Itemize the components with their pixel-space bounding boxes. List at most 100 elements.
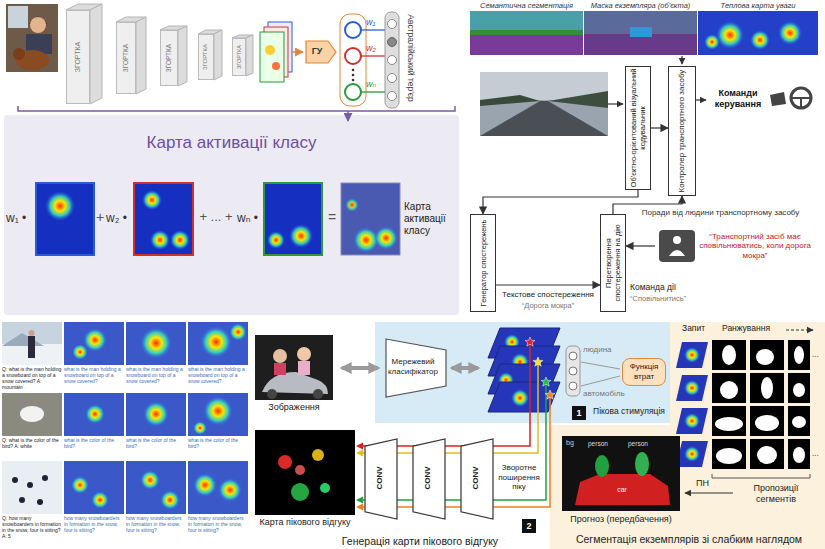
signal-label: Текстове спостереження [498, 290, 598, 300]
prediction-image [595, 455, 609, 477]
conv-block: ЗГОРТКА [66, 10, 90, 104]
heatmap [134, 183, 193, 255]
signal-example: “Дорога мокра” [498, 301, 598, 310]
input-photo [255, 335, 333, 400]
double-arrow [452, 366, 478, 370]
segmentation-image [470, 11, 818, 64]
group-label: Пропозиції сегментів [735, 483, 817, 505]
panel-caption: Сегментація екземплярів зі слабким нагля… [556, 533, 822, 546]
connector [483, 190, 638, 214]
image-caption: Теплова карта уваги [698, 1, 818, 10]
step-label: ПН [696, 478, 714, 489]
segmentation-image [470, 30, 583, 35]
panel-caption: Генерація карти пікового відгуку [300, 535, 540, 548]
neuron-layer [352, 74, 355, 77]
vqa-image [19, 497, 25, 503]
proposal-grid [712, 373, 746, 403]
neuron-layer [385, 12, 399, 108]
class-name: Австралійський тер'єр [406, 6, 416, 110]
peak-response-map [295, 465, 305, 475]
class-name: людина [583, 345, 619, 355]
peak-response-map [255, 430, 355, 515]
proposal-grid [794, 346, 804, 364]
conv-block-face [90, 4, 102, 104]
neuron-layer [345, 48, 361, 64]
cam-bracket [18, 106, 455, 111]
vqa-image [188, 322, 248, 365]
node-text: ЗГОРТКА [199, 36, 213, 78]
node-outline [413, 439, 445, 519]
weight-label: w₂ [366, 43, 380, 54]
peak-backprop [356, 504, 363, 511]
vqa-image [140, 470, 160, 490]
output-label: Команди керування [708, 88, 768, 110]
weight-label: w₁ [366, 17, 380, 28]
vqa-caption: what is the man holding a snowboard on t… [64, 366, 124, 384]
neuron-layer [388, 74, 397, 83]
vqa-image [64, 393, 124, 436]
control-icons [770, 88, 811, 108]
peak-backprop [525, 337, 535, 346]
input-photo [267, 389, 277, 399]
node-outline [306, 41, 336, 63]
proposal-grid [793, 447, 805, 463]
conv-block-face [66, 4, 253, 104]
vqa-image [2, 322, 248, 514]
control-icons [770, 92, 786, 106]
peak-response-map [320, 483, 330, 493]
driver-icon [673, 236, 681, 244]
image-caption: Прогноз (передбачення) [560, 514, 682, 525]
vqa-image [2, 333, 44, 346]
proposal-grid [684, 380, 700, 396]
vqa-image [85, 404, 105, 424]
ellipsis: ... [812, 350, 823, 360]
weight-term: w₁ • [6, 211, 34, 225]
connector [626, 245, 655, 246]
proposal-grid [684, 446, 700, 462]
segmentation-image [470, 35, 583, 55]
feature-maps [272, 62, 280, 70]
image-caption: Семантична сегментація [470, 1, 583, 10]
proposal-grid [676, 441, 708, 467]
proposal-grid [786, 329, 813, 330]
vqa-image [193, 473, 217, 497]
classifier-box: Мережевий класифікатор [385, 338, 447, 398]
input-photo [313, 389, 323, 399]
proposal-grid [712, 340, 746, 370]
heatmap [374, 226, 398, 250]
node-text: ЗГОРТКА [161, 32, 177, 84]
conv-block-face [136, 17, 146, 94]
node-text: Об'єктно-орієнтований візуальний кодувал… [626, 68, 650, 188]
heatmap [170, 230, 190, 250]
heatmap [142, 190, 162, 210]
vqa-image [37, 499, 43, 505]
signal-example: “Сповільнитись” [630, 294, 710, 303]
heatmap [264, 183, 322, 255]
proposal-grid [788, 373, 810, 403]
peak-response-map [255, 430, 355, 515]
neuron-layer [352, 79, 355, 82]
column-label: Запит [682, 323, 716, 333]
input-photo [274, 363, 286, 375]
neuron-layer [388, 20, 397, 29]
controller-box: Контролер транспортного засобу [668, 66, 696, 196]
prediction-image [575, 474, 670, 505]
proposal-grid [716, 448, 742, 464]
conv-block: ЗГОРТКА [160, 30, 178, 86]
pooling-box: ГУ [305, 40, 337, 64]
heatmap [345, 198, 359, 212]
segmentation-image [716, 21, 744, 49]
vqa-image [72, 344, 88, 360]
heatmap [36, 183, 400, 255]
proposal-grid [757, 446, 777, 464]
class-vector [569, 352, 577, 360]
control-icons [791, 88, 811, 108]
peak-backprop [541, 377, 551, 386]
conv-layer: CONV [364, 438, 398, 520]
peak-backprop [356, 450, 363, 457]
node-outline [365, 439, 397, 519]
proposal-grid [750, 439, 784, 469]
stage-label: Пікова стимуляція [590, 406, 668, 416]
connector [496, 284, 600, 285]
